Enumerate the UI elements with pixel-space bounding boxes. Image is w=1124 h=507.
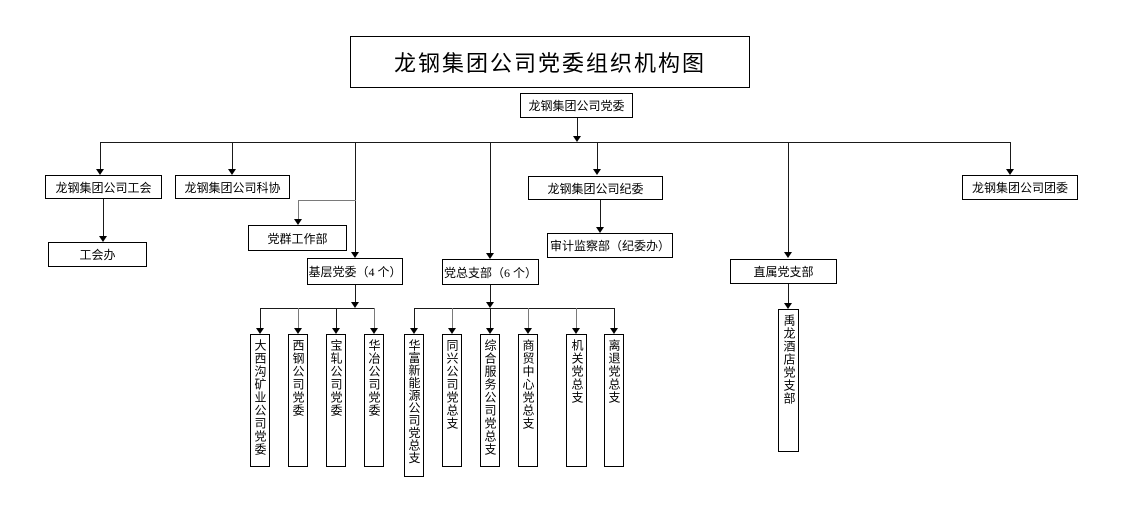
arrow-down-icon (370, 328, 378, 334)
node-union-office: 工会办 (48, 242, 147, 267)
node-direct-party-branch: 直属党支部 (730, 259, 837, 284)
node-youth-league: 龙钢集团公司团委 (962, 175, 1078, 200)
connector-to-discipline (597, 142, 598, 169)
node-organ-branch: 机关党总支 (566, 334, 587, 467)
connector-drop (528, 308, 529, 328)
arrow-down-icon (228, 169, 236, 175)
arrow-down-icon (410, 328, 418, 334)
node-xigang-committee: 西钢公司党委 (288, 334, 308, 467)
arrow-down-icon (351, 302, 359, 308)
connector-grassroots-stem (355, 285, 356, 303)
node-comprehensive-service-branch: 综合服务公司党总支 (480, 334, 500, 467)
arrow-down-icon (524, 328, 532, 334)
connector-drop (414, 308, 415, 328)
connector-to-youth-league (1010, 142, 1011, 169)
node-root-party-committee: 龙钢集团公司党委 (520, 93, 633, 118)
node-trade-center-branch: 商贸中心党总支 (518, 334, 538, 467)
arrow-down-icon (784, 303, 792, 309)
connector-drop (452, 308, 453, 328)
arrow-down-icon (351, 252, 359, 258)
connector-hotel (788, 284, 789, 303)
connector-bus (100, 142, 1011, 143)
arrow-down-icon (332, 328, 340, 334)
arrow-down-icon (486, 328, 494, 334)
arrow-down-icon (99, 236, 107, 242)
connector-drop (490, 308, 491, 328)
arrow-down-icon (1006, 169, 1014, 175)
node-science-association: 龙钢集团公司科协 (175, 175, 290, 199)
node-tongxing-branch: 同兴公司党总支 (442, 334, 462, 467)
node-discipline-committee: 龙钢集团公司纪委 (528, 176, 663, 200)
connector-drop (614, 308, 615, 328)
node-baozha-committee: 宝轧公司党委 (326, 334, 346, 467)
connector-dangqun-branch (298, 200, 356, 201)
connector-to-union (100, 142, 101, 169)
node-grassroots-committees: 基层党委（4 个） (307, 258, 403, 285)
connector-to-grassroots (355, 142, 356, 252)
node-retired-branch: 离退党总支 (604, 334, 624, 467)
node-daxigou-mining-committee: 大西沟矿业公司党委 (250, 334, 270, 467)
connector-union-office (103, 199, 104, 236)
arrow-down-icon (96, 169, 104, 175)
arrow-down-icon (294, 219, 302, 225)
arrow-down-icon (486, 302, 494, 308)
connector-to-direct-branch (788, 142, 789, 252)
arrow-down-icon (486, 253, 494, 259)
connector-drop (336, 308, 337, 328)
connector-general-rail (414, 308, 614, 309)
arrow-down-icon (610, 328, 618, 334)
node-huafu-new-energy-branch: 华富新能源公司党总支 (404, 334, 424, 477)
arrow-down-icon (573, 136, 581, 142)
arrow-down-icon (294, 328, 302, 334)
connector-audit (600, 200, 601, 227)
connector-root-stem (577, 118, 578, 137)
arrow-down-icon (593, 169, 601, 175)
arrow-down-icon (572, 328, 580, 334)
connector-to-general-branch (490, 142, 491, 253)
arrow-down-icon (256, 328, 264, 334)
arrow-down-icon (596, 227, 604, 233)
connector-drop (576, 308, 577, 328)
node-party-mass-work-dept: 党群工作部 (248, 225, 347, 251)
arrow-down-icon (448, 328, 456, 334)
arrow-down-icon (784, 252, 792, 258)
node-audit-supervision-dept: 审计监察部（纪委办） (547, 233, 673, 258)
node-general-party-branches: 党总支部（6 个） (442, 259, 539, 285)
connector-drop (374, 308, 375, 328)
connector-general-stem (490, 285, 491, 303)
node-yulong-hotel-branch: 禹龙酒店党支部 (778, 309, 799, 452)
connector-dangqun-drop (298, 200, 299, 219)
connector-to-science (232, 142, 233, 169)
connector-grassroots-rail (260, 308, 375, 309)
connector-drop (298, 308, 299, 328)
node-huaye-committee: 华冶公司党委 (364, 334, 384, 467)
chart-title: 龙钢集团公司党委组织机构图 (350, 36, 750, 88)
node-labor-union: 龙钢集团公司工会 (45, 175, 162, 199)
connector-drop (260, 308, 261, 328)
